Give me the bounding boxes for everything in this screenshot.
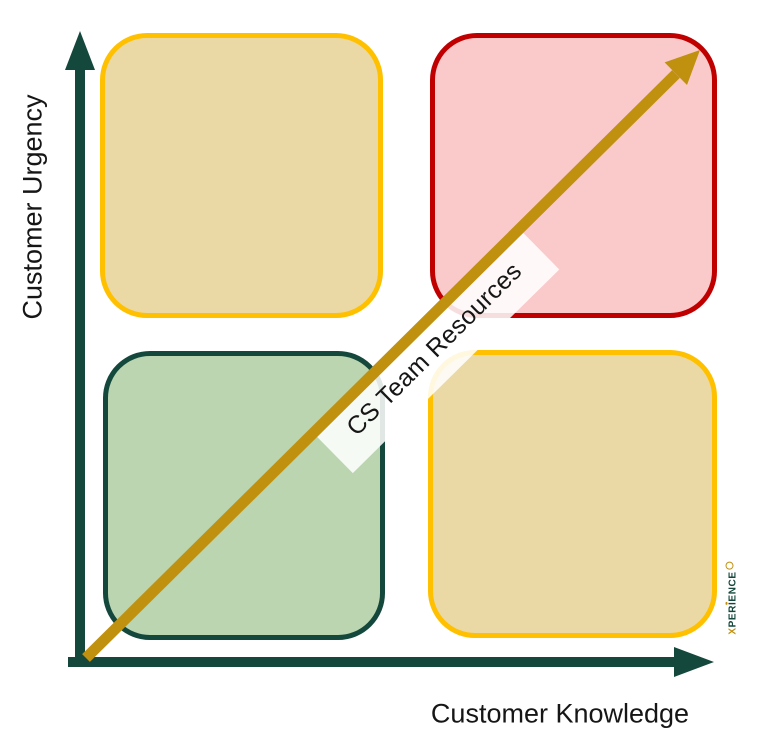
y-axis-label: Customer Urgency	[17, 94, 48, 320]
x-axis-arrowhead-icon	[674, 647, 714, 677]
brand-logo-circle-icon	[725, 561, 734, 570]
y-axis-arrowhead-icon	[65, 31, 95, 70]
quadrant-bottom-right	[428, 350, 717, 638]
watermark-letters: PER	[727, 604, 739, 628]
x-axis-label: Customer Knowledge	[430, 698, 690, 729]
watermark-dotted-i: I	[727, 601, 739, 605]
watermark-x-letter: X	[727, 627, 739, 635]
quadrant-bottom-left	[103, 351, 385, 640]
watermark-letters: ENCE	[727, 571, 739, 602]
quadrant-top-left	[100, 33, 383, 318]
